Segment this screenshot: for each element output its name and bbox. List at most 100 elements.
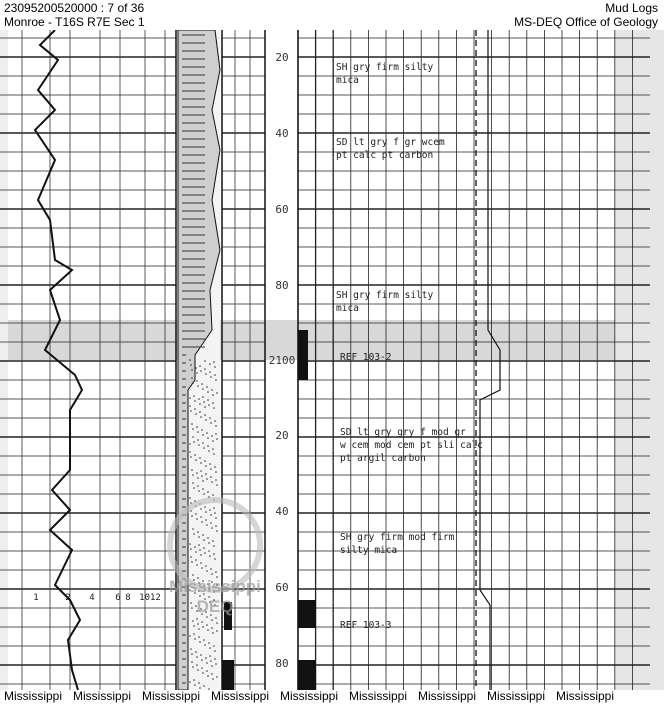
footer-watermark: Mississippi	[142, 689, 201, 703]
sand-dots	[198, 490, 200, 492]
depth-label: 20	[275, 51, 288, 64]
sand-dots	[215, 525, 217, 527]
sand-dots	[200, 608, 202, 610]
sand-dots	[210, 522, 212, 524]
sand-dots	[202, 442, 204, 444]
sand-dots	[213, 507, 215, 509]
sand-dots	[206, 524, 208, 526]
sand-dots	[191, 469, 193, 471]
sand-dots	[196, 472, 198, 474]
sand-dots	[213, 361, 215, 363]
sand-dots	[210, 660, 212, 662]
sand-dots	[192, 382, 194, 384]
sand-dots	[193, 679, 195, 681]
sand-dots	[201, 659, 203, 661]
sand-dots	[216, 576, 218, 578]
sand-dots	[213, 453, 215, 455]
sand-dots	[197, 477, 199, 479]
sand-dots	[198, 444, 200, 446]
sand-dots	[206, 616, 208, 618]
sand-dots	[212, 678, 214, 680]
sand-dots	[211, 665, 213, 667]
sand-dots	[208, 450, 210, 452]
sample-marker	[222, 660, 234, 690]
sand-dots	[210, 422, 212, 424]
sand-dots	[198, 398, 200, 400]
sand-dots	[197, 431, 199, 433]
sand-dots	[209, 601, 211, 603]
sand-dots	[198, 582, 200, 584]
sand-dots	[199, 595, 201, 597]
sand-dots	[207, 399, 209, 401]
sand-dots	[215, 471, 217, 473]
sand-dots	[212, 394, 214, 396]
lithology-description: pt calc pt carbon	[336, 150, 433, 161]
sand-dots	[194, 684, 196, 686]
sand-dots	[213, 407, 215, 409]
sand-dots	[203, 401, 205, 403]
sand-dots	[206, 386, 208, 388]
sand-dots	[210, 376, 212, 378]
sand-dots	[202, 488, 204, 490]
sand-dots	[196, 518, 198, 520]
sand-dots	[215, 571, 217, 573]
footer-watermark: Mississippi	[349, 689, 408, 703]
sand-dots	[207, 437, 209, 439]
sand-dots	[193, 441, 195, 443]
sand-dots	[212, 494, 214, 496]
deq-watermark-text: DEQ	[197, 597, 234, 616]
depth-label: 80	[275, 657, 288, 670]
sand-dots	[203, 593, 205, 595]
depth-label: 60	[275, 203, 288, 216]
sand-dots	[208, 688, 210, 690]
deq-watermark-text: Mississippi	[169, 577, 261, 596]
sand-dots	[192, 436, 194, 438]
sand-dots	[202, 434, 204, 436]
depth-label: 40	[275, 127, 288, 140]
sand-dots	[189, 635, 191, 637]
sand-dots	[211, 389, 213, 391]
sand-dots	[206, 624, 208, 626]
footer-watermark: Mississippi	[487, 689, 546, 703]
sand-dots	[203, 685, 205, 687]
sand-dots	[201, 383, 203, 385]
sand-dots	[214, 374, 216, 376]
sand-dots	[213, 545, 215, 547]
sand-dots	[192, 574, 194, 576]
sand-dots	[209, 371, 211, 373]
sand-dots	[200, 554, 202, 556]
scan-shade-edge	[615, 30, 664, 690]
sand-dots	[201, 621, 203, 623]
sand-dots	[215, 433, 217, 435]
sand-dots	[205, 465, 207, 467]
sand-dots	[189, 589, 191, 591]
sand-dots	[202, 626, 204, 628]
sand-dots	[203, 539, 205, 541]
sand-dots	[190, 548, 192, 550]
sand-dots	[196, 664, 198, 666]
sand-dots	[193, 633, 195, 635]
gas-curve	[479, 30, 501, 690]
scale-label: 2	[65, 593, 70, 603]
sand-dots	[205, 657, 207, 659]
scale-label: 4	[89, 593, 94, 603]
sand-dots	[211, 481, 213, 483]
sand-dots	[216, 622, 218, 624]
sand-dots	[214, 658, 216, 660]
sand-dots	[211, 435, 213, 437]
document-type: Mud Logs	[605, 1, 658, 15]
sand-dots	[215, 425, 217, 427]
sand-dots	[213, 645, 215, 647]
footer-watermark: Mississippi	[211, 689, 270, 703]
sand-dots	[208, 404, 210, 406]
sand-dots	[209, 655, 211, 657]
sand-dots	[206, 432, 208, 434]
sand-dots	[201, 521, 203, 523]
sand-dots	[207, 391, 209, 393]
sand-dots	[194, 400, 196, 402]
sand-dots	[201, 429, 203, 431]
sand-dots	[211, 627, 213, 629]
sand-dots	[215, 517, 217, 519]
sand-dots	[198, 544, 200, 546]
